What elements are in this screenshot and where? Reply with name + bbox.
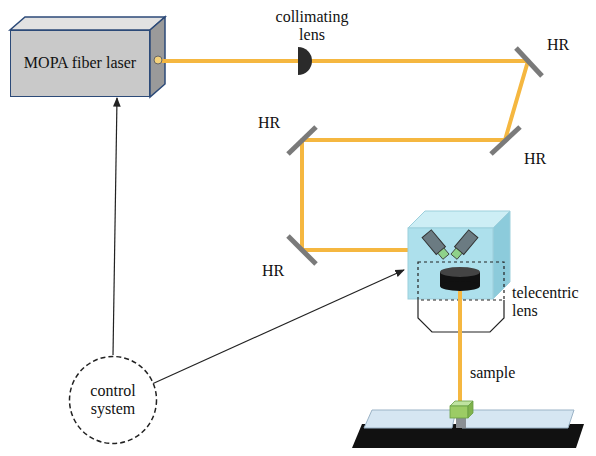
hr-mirror <box>491 127 520 154</box>
hr-mirror <box>288 236 316 264</box>
part-label: HR <box>547 36 569 54</box>
sample-block <box>450 406 468 418</box>
collimating-lens <box>298 47 312 75</box>
telecentric-lens-top <box>440 267 480 277</box>
laser-top-face <box>10 17 165 30</box>
sample-side <box>468 401 473 418</box>
stage-plate <box>364 410 456 428</box>
scanner-side <box>493 211 510 299</box>
part-label: sample <box>470 364 515 382</box>
galvo-mirror <box>449 230 477 261</box>
laser-side-face <box>150 17 165 97</box>
node-text: control system <box>68 382 158 419</box>
part-label: HR <box>524 150 546 168</box>
laser-beam <box>158 61 528 250</box>
part-label: HR <box>262 262 284 280</box>
part-label: telecentric lens <box>512 284 594 321</box>
control-ellipse: control system <box>68 355 158 445</box>
fiber-output <box>154 56 162 64</box>
control-arrow <box>113 98 117 355</box>
laser-box: MOPA fiber laser <box>10 30 150 97</box>
focused-beam <box>458 291 462 406</box>
control-line <box>152 270 404 384</box>
stage-plate <box>462 410 574 428</box>
node-text: MOPA fiber laser <box>24 54 136 72</box>
hr-mirror <box>516 48 542 76</box>
scanner-top <box>408 211 510 228</box>
hr-mirror <box>288 127 316 154</box>
part-label: HR <box>258 114 280 132</box>
galvo-mirror <box>422 230 450 261</box>
scanner-front <box>408 228 493 299</box>
telecentric-lens-bottom <box>440 281 480 291</box>
part-label: collimating lens <box>268 8 356 45</box>
